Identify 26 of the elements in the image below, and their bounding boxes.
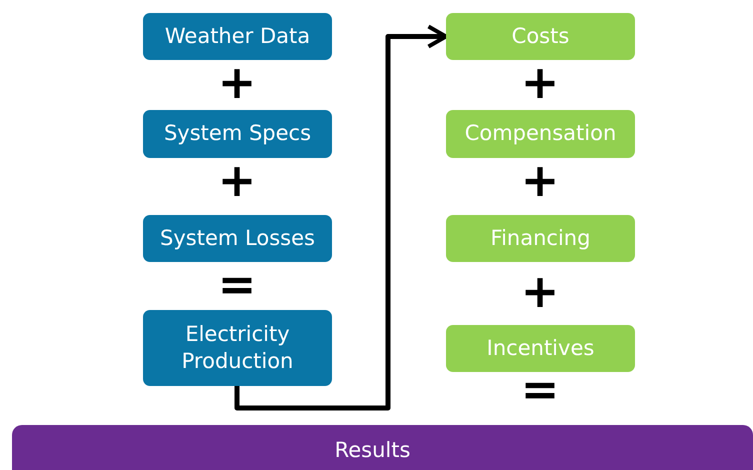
process-box (143, 310, 332, 386)
equals-sign: = (216, 261, 258, 307)
process-box (143, 110, 332, 158)
box-label: Electricity Production (180, 320, 294, 375)
box-label: Weather Data (164, 22, 310, 50)
box-label: System Losses (160, 224, 315, 252)
box-label: Costs (512, 22, 570, 50)
box-label: System Specs (164, 120, 312, 148)
equals-sign: = (520, 366, 560, 412)
box-label: Financing (490, 224, 590, 252)
connector-arrow (234, 24, 448, 410)
plus-sign: + (216, 157, 258, 203)
plus-sign: + (520, 59, 560, 105)
plus-sign: + (520, 157, 560, 203)
box-label: Results (334, 437, 412, 464)
box-label: Incentives (486, 334, 594, 362)
process-box (446, 215, 635, 262)
plus-sign: + (216, 59, 258, 105)
process-box (446, 13, 635, 60)
box-label: Compensation (464, 120, 616, 148)
process-box (143, 215, 332, 262)
process-box (446, 110, 635, 158)
process-box (446, 325, 635, 372)
plus-sign: + (520, 268, 560, 314)
process-box (143, 13, 332, 60)
results-bar (12, 425, 753, 470)
